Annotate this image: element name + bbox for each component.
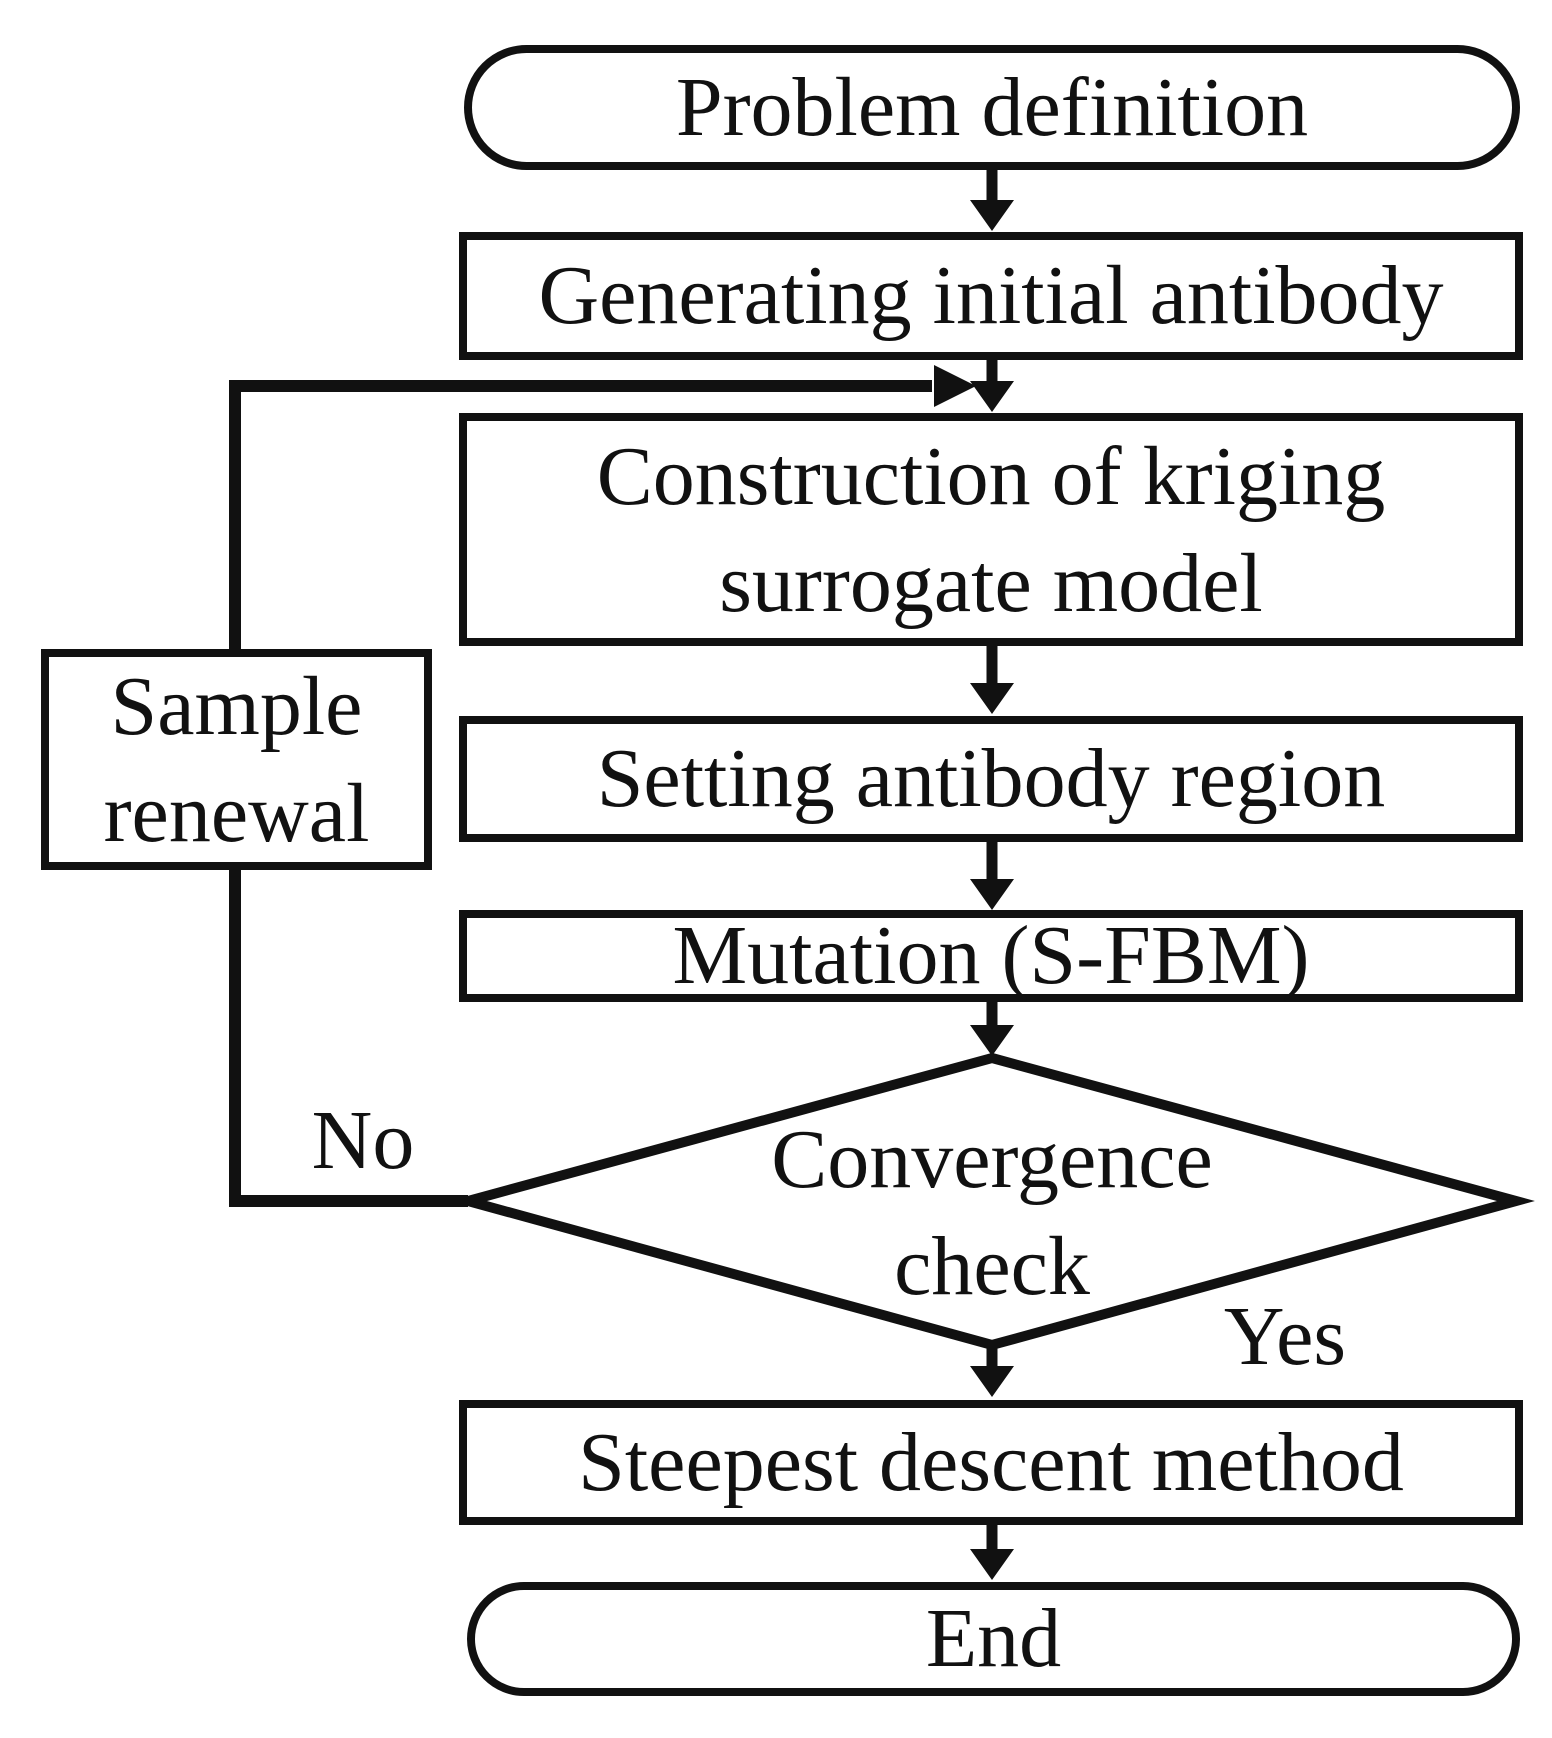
edge-label-yes: Yes	[1165, 1284, 1405, 1388]
arrowhead-setting-to-mutation	[970, 879, 1014, 910]
arrowhead-steepest-to-end	[970, 1549, 1014, 1580]
arrowhead-mutation-to-convergence	[970, 1025, 1014, 1056]
node-mutation-sfbm-label: Mutation (S-FBM)	[672, 909, 1310, 1002]
node-sample-renewal-label-line1: Sample	[110, 659, 363, 753]
node-convergence-label-line2: check	[894, 1220, 1090, 1313]
node-end: End	[467, 1582, 1520, 1696]
arrowhead-problem-to-generating	[970, 200, 1014, 231]
node-setting-antibody-region: Setting antibody region	[459, 716, 1523, 842]
edge-label-yes-text: Yes	[1223, 1289, 1347, 1383]
node-setting-antibody-region-label: Setting antibody region	[596, 732, 1386, 825]
node-construction-label-line1: Construction of kriging	[596, 429, 1386, 523]
arrowhead-generating-to-construction	[970, 381, 1014, 412]
node-construction-label-group: Construction of kriging surrogate model	[597, 423, 1386, 637]
node-problem-definition-label: Problem definition	[675, 60, 1309, 154]
edge-label-no: No	[263, 1088, 463, 1192]
node-steepest-descent-method: Steepest descent method	[459, 1400, 1523, 1525]
node-sample-renewal: Sample renewal	[41, 649, 432, 870]
node-construction-label-line2: surrogate model	[719, 536, 1263, 630]
node-convergence-label-group: Convergence check	[771, 1106, 1213, 1320]
node-mutation-sfbm: Mutation (S-FBM)	[459, 910, 1523, 1002]
loop-arrowhead-right	[934, 365, 976, 407]
node-problem-definition: Problem definition	[464, 45, 1520, 170]
edge-label-no-text: No	[311, 1093, 415, 1187]
node-generating-initial-antibody-label: Generating initial antibody	[538, 249, 1444, 342]
node-end-label: End	[925, 1592, 1062, 1685]
node-generating-initial-antibody: Generating initial antibody	[459, 232, 1523, 360]
node-construction-kriging-surrogate-model: Construction of kriging surrogate model	[459, 413, 1523, 646]
arrowhead-construction-to-setting	[970, 683, 1014, 714]
node-sample-renewal-label-line2: renewal	[103, 766, 370, 860]
node-steepest-descent-method-label: Steepest descent method	[578, 1415, 1404, 1509]
arrowhead-convergence-to-steepest	[970, 1366, 1014, 1397]
node-convergence-label-line1: Convergence	[771, 1113, 1213, 1206]
node-sample-renewal-label-group: Sample renewal	[104, 653, 370, 867]
node-convergence-check-label: Convergence check	[692, 1106, 1292, 1320]
